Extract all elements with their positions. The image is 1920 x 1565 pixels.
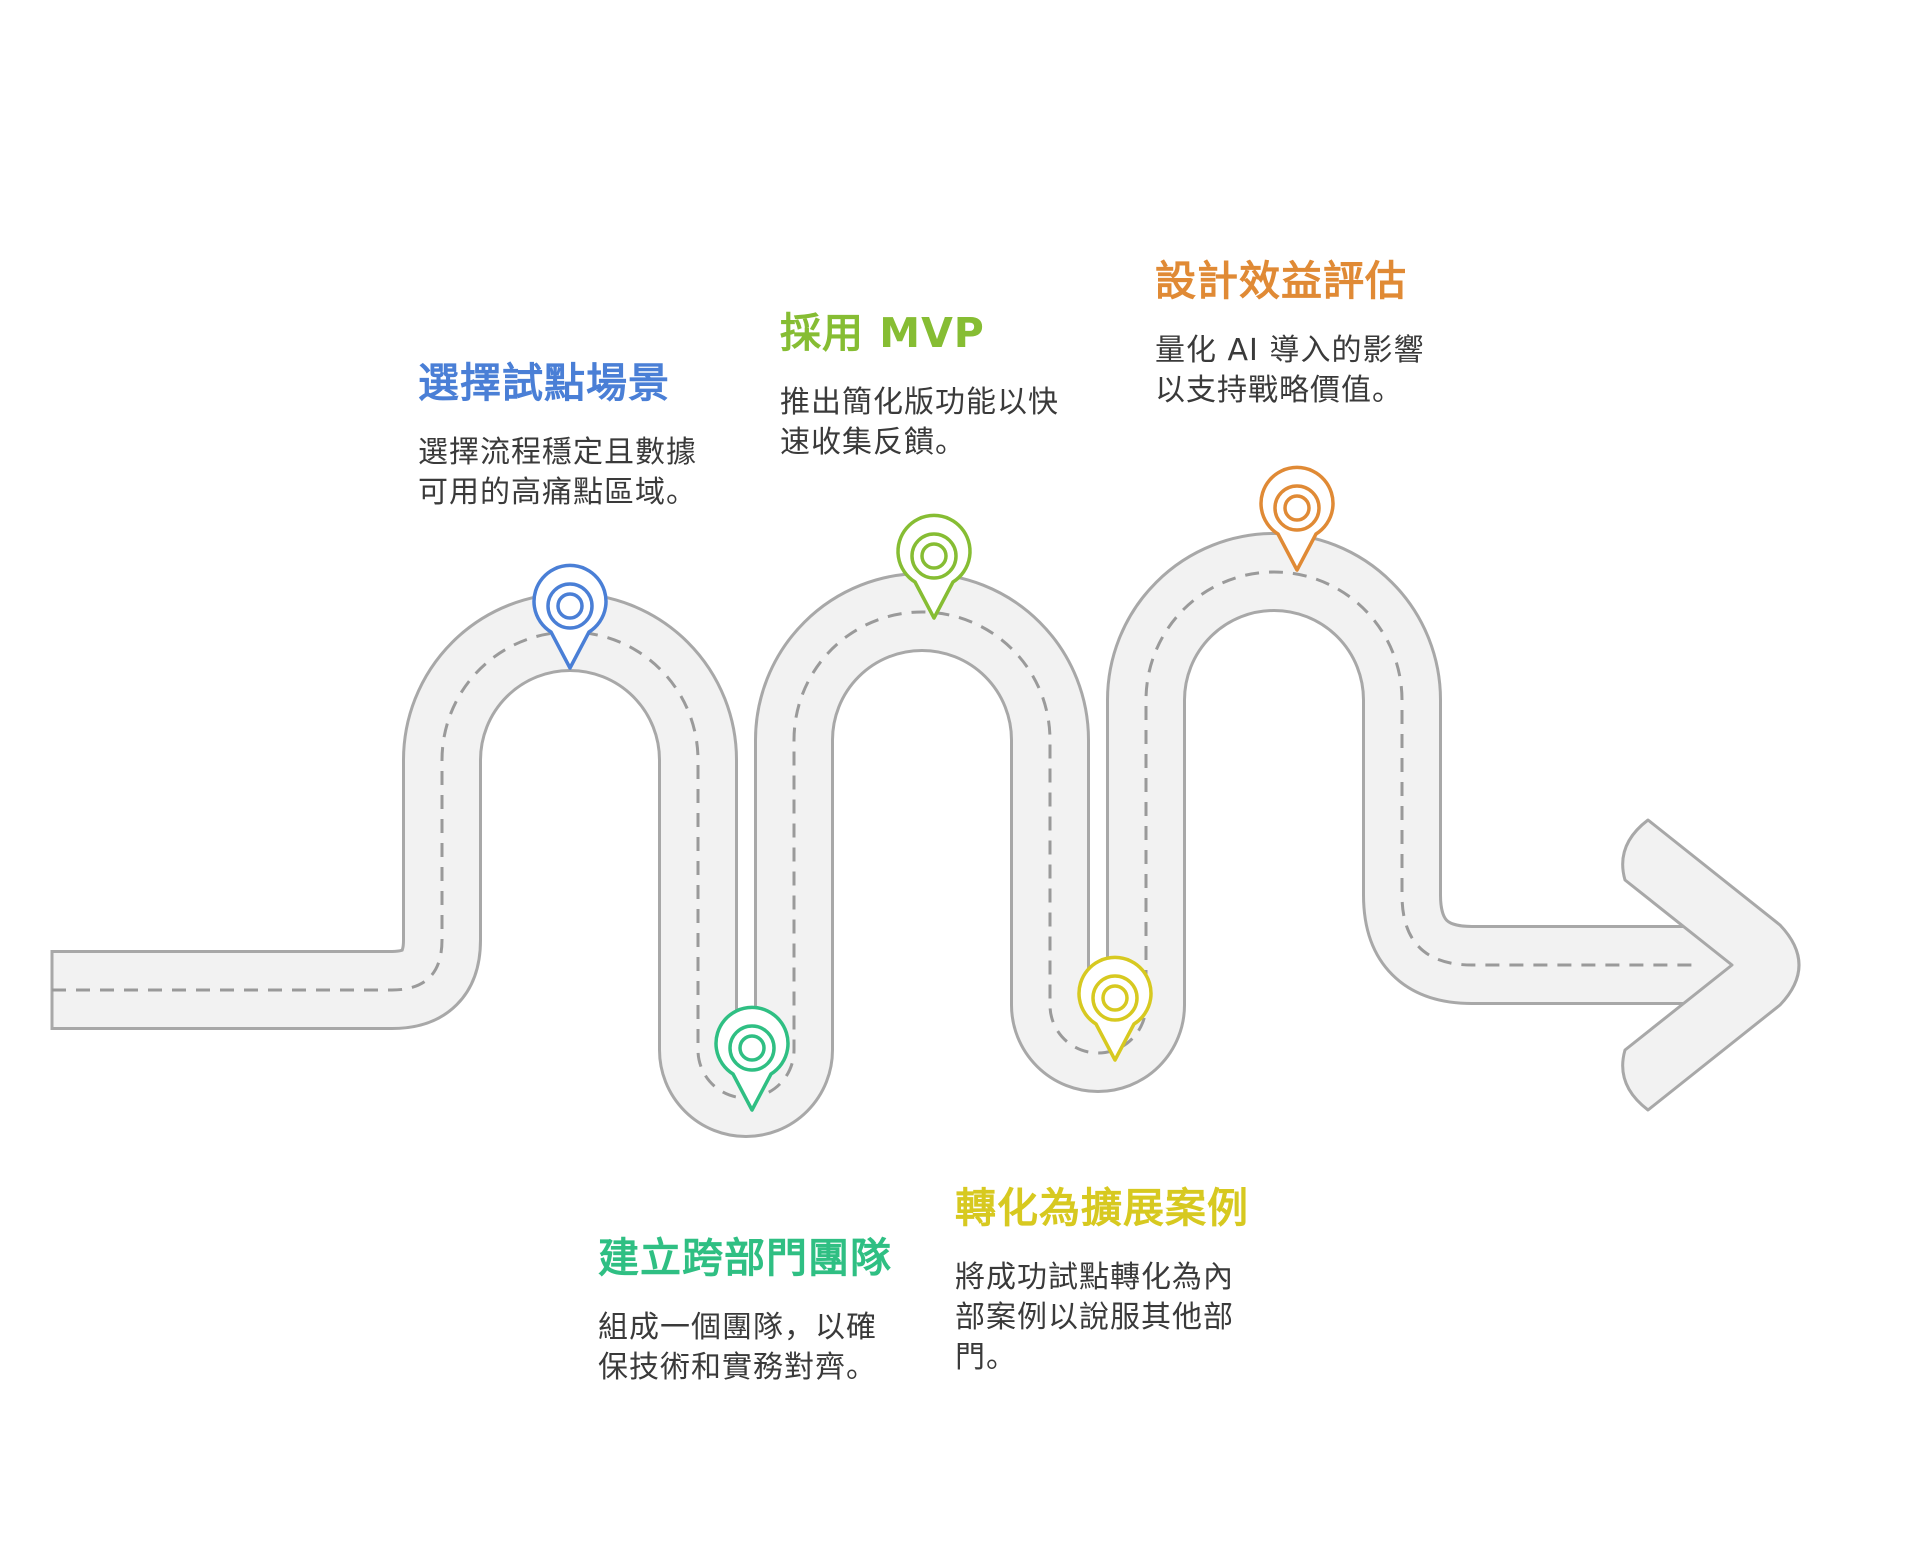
step-title: 採用 MVP — [780, 309, 985, 357]
step-title: 建立跨部門團隊 — [598, 1234, 892, 1282]
step-select-pilot: 選擇試點場景 選擇流程穩定且數據可用的高痛點區域。 — [418, 359, 718, 513]
step-build-team: 建立跨部門團隊 組成一個團隊，以確保技術和實務對齊。 — [598, 1234, 898, 1388]
location-pin-icon — [532, 563, 608, 670]
step-title: 選擇試點場景 — [418, 359, 670, 407]
location-pin-icon — [1077, 955, 1153, 1062]
step-title: 設計效益評估 — [1155, 257, 1407, 305]
location-pin-icon — [714, 1005, 790, 1112]
step-title: 轉化為擴展案例 — [955, 1184, 1249, 1232]
step-description: 組成一個團隊，以確保技術和實務對齊。 — [598, 1310, 877, 1386]
step-description: 推出簡化版功能以快速收集反饋。 — [780, 385, 1059, 461]
step-description: 將成功試點轉化為內部案例以說服其他部門。 — [955, 1260, 1234, 1376]
step-design-evaluation: 設計效益評估 量化 AI 導入的影響以支持戰略價值。 — [1155, 257, 1455, 411]
step-description: 選擇流程穩定且數據可用的高痛點區域。 — [418, 435, 697, 511]
location-pin-icon — [1259, 465, 1335, 572]
arrow-head — [1621, 818, 1801, 1112]
location-pin-icon — [896, 513, 972, 620]
step-description: 量化 AI 導入的影響以支持戰略價值。 — [1155, 333, 1425, 409]
step-scale-case: 轉化為擴展案例 將成功試點轉化為內部案例以說服其他部門。 — [955, 1184, 1255, 1378]
center-dashes — [52, 570, 1695, 1100]
step-adopt-mvp: 採用 MVP 推出簡化版功能以快速收集反饋。 — [780, 309, 1080, 463]
